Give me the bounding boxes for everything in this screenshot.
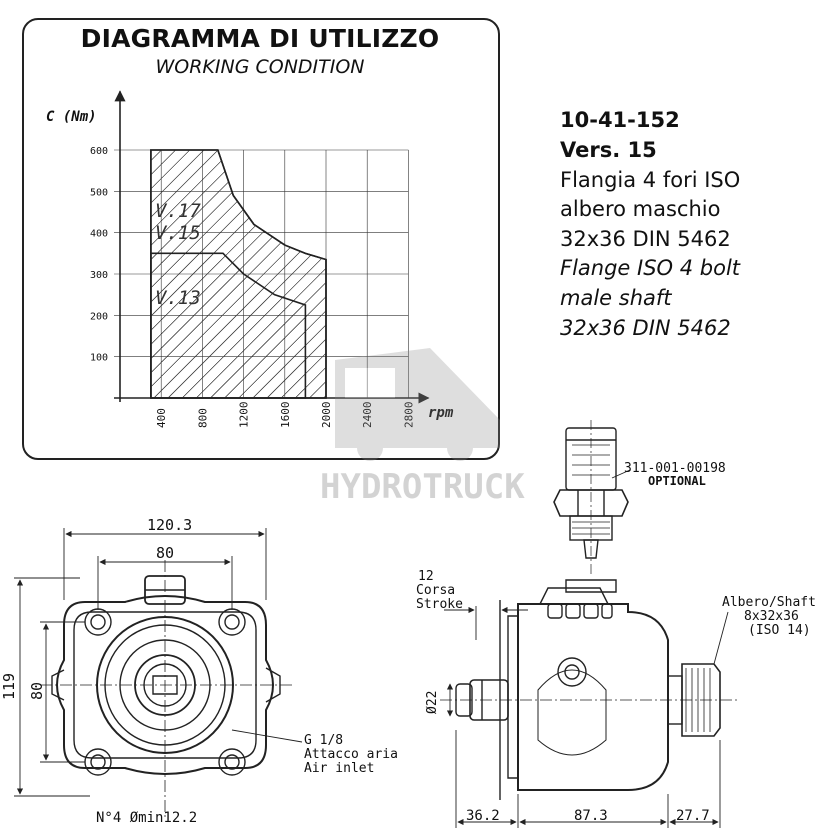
spec-code: 10-41-152 [560, 108, 680, 132]
dim-side-shaft: 27.7 [676, 808, 710, 824]
front-view-dimensions [14, 528, 303, 797]
pressure-sensor-drawing [553, 420, 631, 575]
side-view-drawing [440, 579, 740, 800]
chart-title: DIAGRAMMA DI UTILIZZO [80, 24, 440, 53]
x-tick-label-2800: 2800 [402, 402, 415, 429]
spec-it-line-1: Flangia 4 fori ISO [560, 168, 741, 192]
chart-subtitle: WORKING CONDITION [155, 56, 365, 78]
shaft-label: Albero/Shaft [722, 595, 816, 610]
sensor-note: OPTIONAL [648, 474, 706, 488]
spec-version: Vers. 15 [560, 138, 657, 162]
stroke-value: 12 [418, 569, 434, 584]
diameter-label: Ø22 [425, 691, 440, 714]
sensor-code: 311-001-00198 [624, 461, 726, 476]
dim-width-total: 120.3 [147, 516, 192, 534]
side-view-dimensions [444, 606, 721, 828]
air-port-label-it: Attacco aria [304, 747, 398, 762]
curve-label-v17: V.17 [155, 200, 201, 222]
dim-height-holes: 80 [28, 682, 46, 700]
curve-label-v15: V.15 [155, 222, 201, 244]
spec-en-line-1: Flange ISO 4 bolt [560, 256, 741, 280]
y-tick-label-500: 500 [90, 187, 108, 198]
air-port-thread: G 1/8 [304, 733, 343, 748]
y-tick-label-300: 300 [90, 270, 108, 281]
shaft-standard: (ISO 14) [748, 623, 811, 638]
spec-en-line-3: 32x36 DIN 5462 [560, 316, 731, 340]
y-tick-label-400: 400 [90, 229, 108, 240]
dim-side-left: 36.2 [466, 808, 500, 824]
x-axis-label: rpm [428, 405, 454, 421]
x-tick-label-400: 400 [155, 408, 168, 428]
spec-it-line-3: 32x36 DIN 5462 [560, 227, 731, 251]
spec-en-line-2: male shaft [560, 286, 672, 310]
dim-height-total: 119 [0, 673, 18, 700]
shaft-spline: 8x32x36 [744, 609, 799, 624]
front-view-drawing [40, 560, 295, 820]
x-tick-label-1600: 1600 [279, 402, 292, 429]
dim-side-body: 87.3 [574, 808, 608, 824]
x-tick-label-2000: 2000 [320, 402, 333, 429]
air-port-label-en: Air inlet [304, 761, 374, 776]
y-axis-label: C (Nm) [46, 109, 97, 125]
watermark-logo: HYDROTRUCK [320, 348, 525, 507]
stroke-label-it: Corsa [416, 583, 455, 598]
spec-it-line-2: albero maschio [560, 197, 721, 221]
chart-areas [150, 149, 327, 399]
y-tick-label-100: 100 [90, 353, 108, 364]
watermark-text: HYDROTRUCK [320, 467, 525, 507]
y-tick-label-200: 200 [90, 311, 108, 322]
x-tick-label-800: 800 [196, 408, 209, 428]
stroke-label-en: Stroke [416, 597, 463, 612]
curve-label-v13: V.13 [155, 287, 201, 309]
x-tick-label-1200: 1200 [238, 402, 251, 429]
holes-note: N°4 Ømin12.2 [96, 810, 197, 826]
y-tick-label-600: 600 [90, 146, 108, 157]
dim-width-holes: 80 [156, 544, 174, 562]
